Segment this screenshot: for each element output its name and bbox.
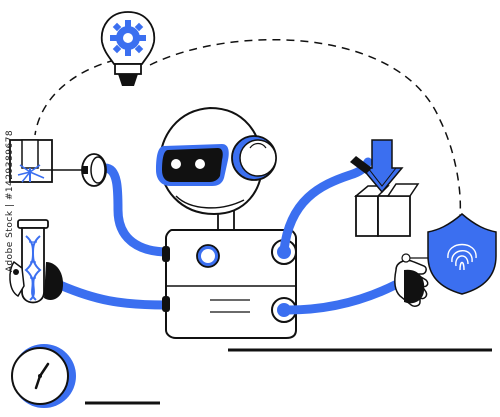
download-box-icon xyxy=(350,139,420,237)
gear-bulb-icon xyxy=(100,11,156,86)
robot-arm-left-lower xyxy=(55,280,170,310)
dna-test-tube-icon xyxy=(9,219,64,304)
laser-icon xyxy=(9,139,85,183)
robot-arm-right-lower xyxy=(283,280,400,315)
robot-hand-right xyxy=(394,253,429,307)
laser-nozzle xyxy=(81,153,107,187)
stock-watermark: Adobe Stock | #1429389678 xyxy=(3,0,17,417)
dashed-arc-left xyxy=(34,59,116,136)
robot-icon xyxy=(156,106,297,339)
robot-arm-left-upper xyxy=(100,163,173,257)
dashed-arc-top xyxy=(149,38,462,216)
stock-id-text: Adobe Stock | #1429389678 xyxy=(5,129,15,273)
fingerprint-shield-icon xyxy=(410,213,497,295)
clock-icon xyxy=(11,344,76,408)
